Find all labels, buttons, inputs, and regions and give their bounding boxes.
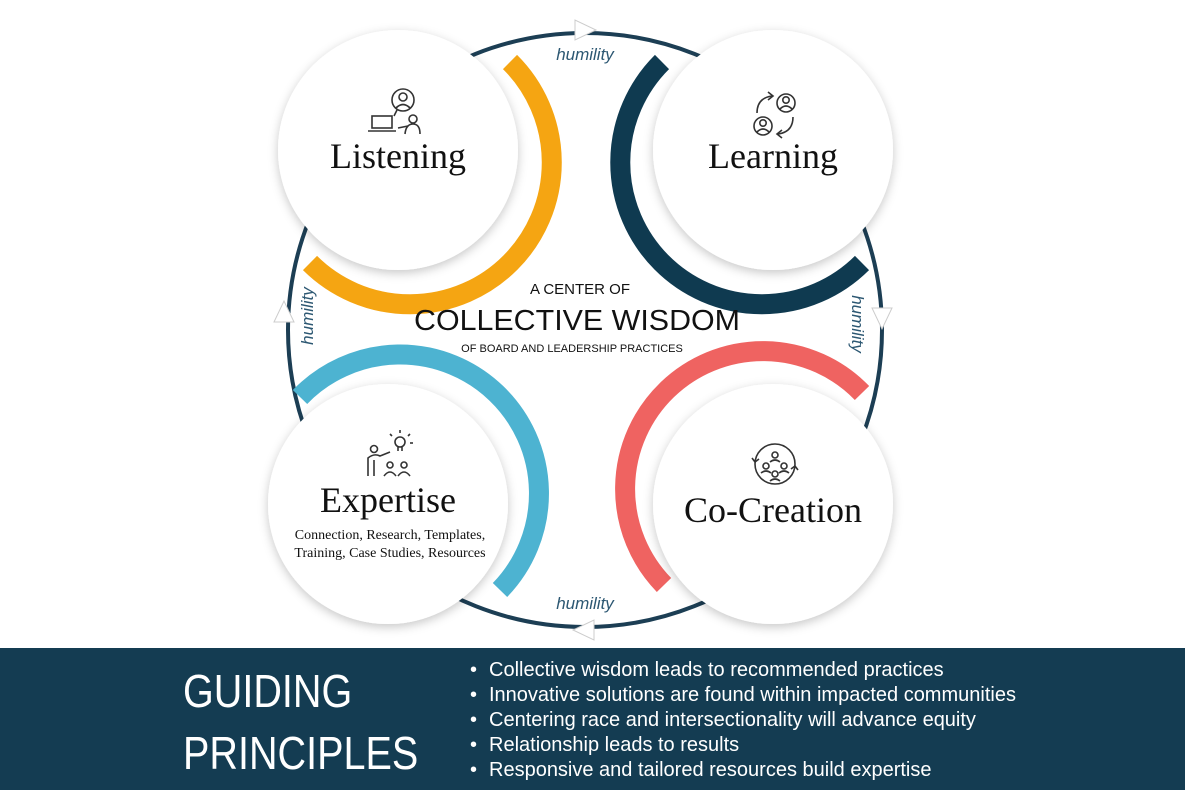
person-at-laptop-speech-icon (368, 88, 421, 135)
listening-arc (302, 54, 562, 315)
learning-title: Learning (708, 136, 838, 176)
expertise-subtitle-line1: Connection, Research, Templates, (295, 528, 485, 543)
arrow-top-icon (574, 19, 598, 41)
principles-list: • Collective wisdom leads to recommended … (470, 658, 1016, 783)
principle-item: • Centering race and intersectionality wi… (470, 708, 1016, 733)
arrow-left-icon (273, 299, 295, 323)
expertise-title: Expertise (320, 480, 456, 520)
principle-item: • Collective wisdom leads to recommended … (470, 658, 1016, 683)
bullet: • (470, 684, 478, 706)
people-exchange-icon (753, 91, 796, 139)
principle-text: Relationship leads to results (489, 734, 740, 756)
humility-label-left: humility (298, 286, 317, 345)
learning-node: Learning (653, 30, 893, 270)
collective-wisdom-diagram: humility humility humility humility List… (268, 19, 893, 641)
center-main-line: COLLECTIVE WISDOM (414, 305, 740, 337)
principle-text: Responsive and tailored resources build … (489, 759, 932, 781)
bullet: • (470, 759, 478, 781)
humility-label-right: humility (848, 295, 867, 354)
listening-title: Listening (330, 136, 466, 176)
guiding-title-line2: PRINCIPLES (183, 727, 419, 779)
group-cycle-icon (751, 443, 799, 485)
bullet: • (470, 659, 478, 681)
expertise-node: Expertise Connection, Research, Template… (268, 384, 508, 624)
guiding-principles-panel: GUIDING PRINCIPLES • Collective wisdom le… (0, 648, 1185, 790)
bullet: • (470, 709, 478, 731)
bullet: • (470, 734, 478, 756)
presenter-idea-icon (367, 430, 413, 477)
expertise-arc (292, 344, 549, 597)
co-creation-arc (615, 341, 870, 592)
principle-item: • Innovative solutions are found within i… (470, 683, 1016, 708)
co-creation-node: Co-Creation (653, 384, 893, 624)
listening-node: Listening (278, 30, 518, 270)
principle-text: Centering race and intersectionality wil… (489, 709, 976, 731)
principle-text: Collective wisdom leads to recommended p… (489, 659, 944, 681)
arrow-bottom-icon (571, 619, 595, 641)
learning-arc (610, 54, 870, 315)
principle-item: • Responsive and tailored resources build… (470, 758, 1016, 783)
guiding-title-line1: GUIDING (183, 665, 353, 717)
arrow-right-icon (871, 307, 893, 331)
center-top-line: A CENTER OF (530, 281, 630, 298)
humility-label-top: humility (556, 45, 615, 64)
expertise-subtitle-line2: Training, Case Studies, Resources (294, 546, 485, 561)
principle-text: Innovative solutions are found within im… (489, 684, 1016, 706)
principle-item: • Relationship leads to results (470, 733, 1016, 758)
humility-label-bottom: humility (556, 594, 615, 613)
center-sub-line: OF BOARD AND LEADERSHIP PRACTICES (461, 343, 683, 355)
guiding-principles-title: GUIDING PRINCIPLES (183, 660, 418, 784)
co-creation-title: Co-Creation (684, 490, 862, 530)
